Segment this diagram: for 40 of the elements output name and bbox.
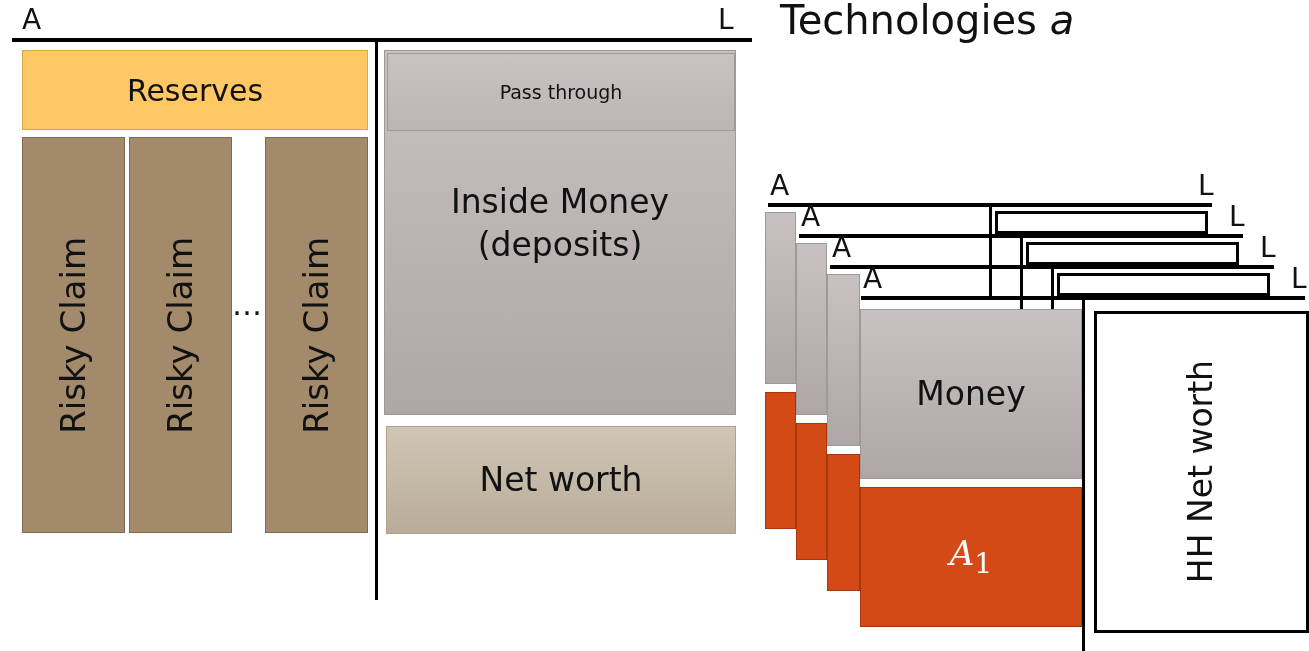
net-worth-box (1094, 311, 1309, 633)
box-label: Risky Claim (295, 236, 338, 434)
stacked-sheet-box (796, 243, 827, 415)
stacked-sheet-box (1057, 273, 1270, 296)
liability-side-letter: L (1291, 265, 1307, 293)
stacked-sheet-box (765, 392, 796, 529)
stacked-sheet-box (827, 454, 860, 591)
box-label: HH Net worth (1180, 360, 1222, 584)
box-label: Inside Money (deposits) (449, 181, 671, 266)
stacked-sheet-box (796, 423, 827, 560)
asset-side-letter: A (832, 234, 852, 262)
liability-side-letter: L (1260, 234, 1276, 262)
asset-side-letter: A (801, 203, 821, 231)
pass-through-box (387, 53, 735, 131)
ellipsis: … (232, 290, 262, 320)
box-label: Money (916, 372, 1026, 415)
box-label: Pass through (499, 79, 623, 105)
money-box (860, 309, 1082, 479)
box-label: A$_{1}$ (949, 532, 993, 582)
risky-claim-box (265, 137, 368, 533)
deposits-box (384, 50, 736, 415)
asset-side-letter: A (770, 172, 790, 200)
asset-box (860, 487, 1082, 627)
asset-side-letter: A (22, 6, 42, 34)
liability-side-letter: L (1229, 203, 1245, 231)
reserves-box (22, 50, 368, 130)
liability-side-letter: L (1198, 172, 1214, 200)
asset-side-letter: A (863, 265, 883, 293)
liability-side-letter: L (718, 6, 734, 34)
stacked-sheet-box (765, 212, 796, 384)
risky-claim-box (22, 137, 125, 533)
stacked-sheet-box (995, 211, 1208, 234)
box-label: Reserves (126, 71, 264, 110)
risky-claim-box (129, 137, 232, 533)
stacked-sheet-box (1026, 242, 1239, 265)
stacked-sheet-box (827, 274, 860, 446)
box-label: Net worth (479, 458, 643, 501)
net-worth-box (386, 426, 736, 534)
box-label: Risky Claim (159, 236, 202, 434)
box-label: Risky Claim (52, 236, 95, 434)
